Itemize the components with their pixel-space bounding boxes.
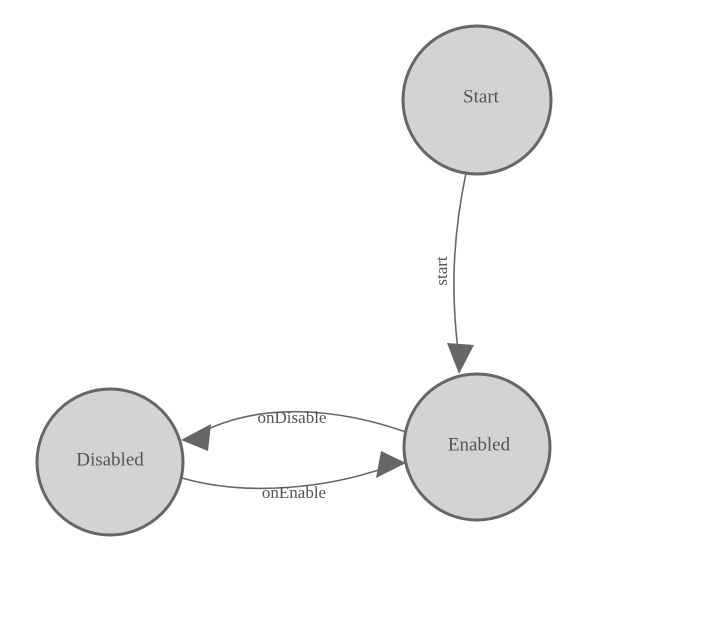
node-disabled-label: Disabled (76, 449, 144, 470)
edge-disabled-to-enabled-arrowhead (376, 451, 406, 478)
edge-enabled-to-disabled[interactable]: onDisable (181, 408, 407, 451)
edge-start-to-enabled-line (453, 172, 467, 351)
node-enabled-circle (402, 372, 552, 522)
node-start-circle (401, 24, 553, 176)
edge-start-to-enabled-label: start (432, 256, 451, 286)
edge-disabled-to-enabled[interactable]: onEnable (181, 451, 406, 502)
node-disabled[interactable]: Disabled (35, 387, 185, 537)
node-enabled-label: Enabled (448, 434, 511, 455)
node-enabled[interactable]: Enabled (402, 372, 552, 522)
edge-disabled-to-enabled-line (181, 465, 391, 490)
edge-start-to-enabled-arrowhead (447, 343, 474, 374)
edge-disabled-to-enabled-label: onEnable (262, 483, 326, 502)
edge-enabled-to-disabled-label: onDisable (258, 408, 327, 427)
node-start[interactable]: Start (401, 24, 553, 176)
node-start-label: Start (463, 86, 500, 107)
edge-start-to-enabled[interactable]: start (432, 172, 474, 374)
edge-enabled-to-disabled-line (195, 410, 407, 436)
edge-enabled-to-disabled-arrowhead (181, 424, 211, 451)
node-disabled-circle (35, 387, 185, 537)
